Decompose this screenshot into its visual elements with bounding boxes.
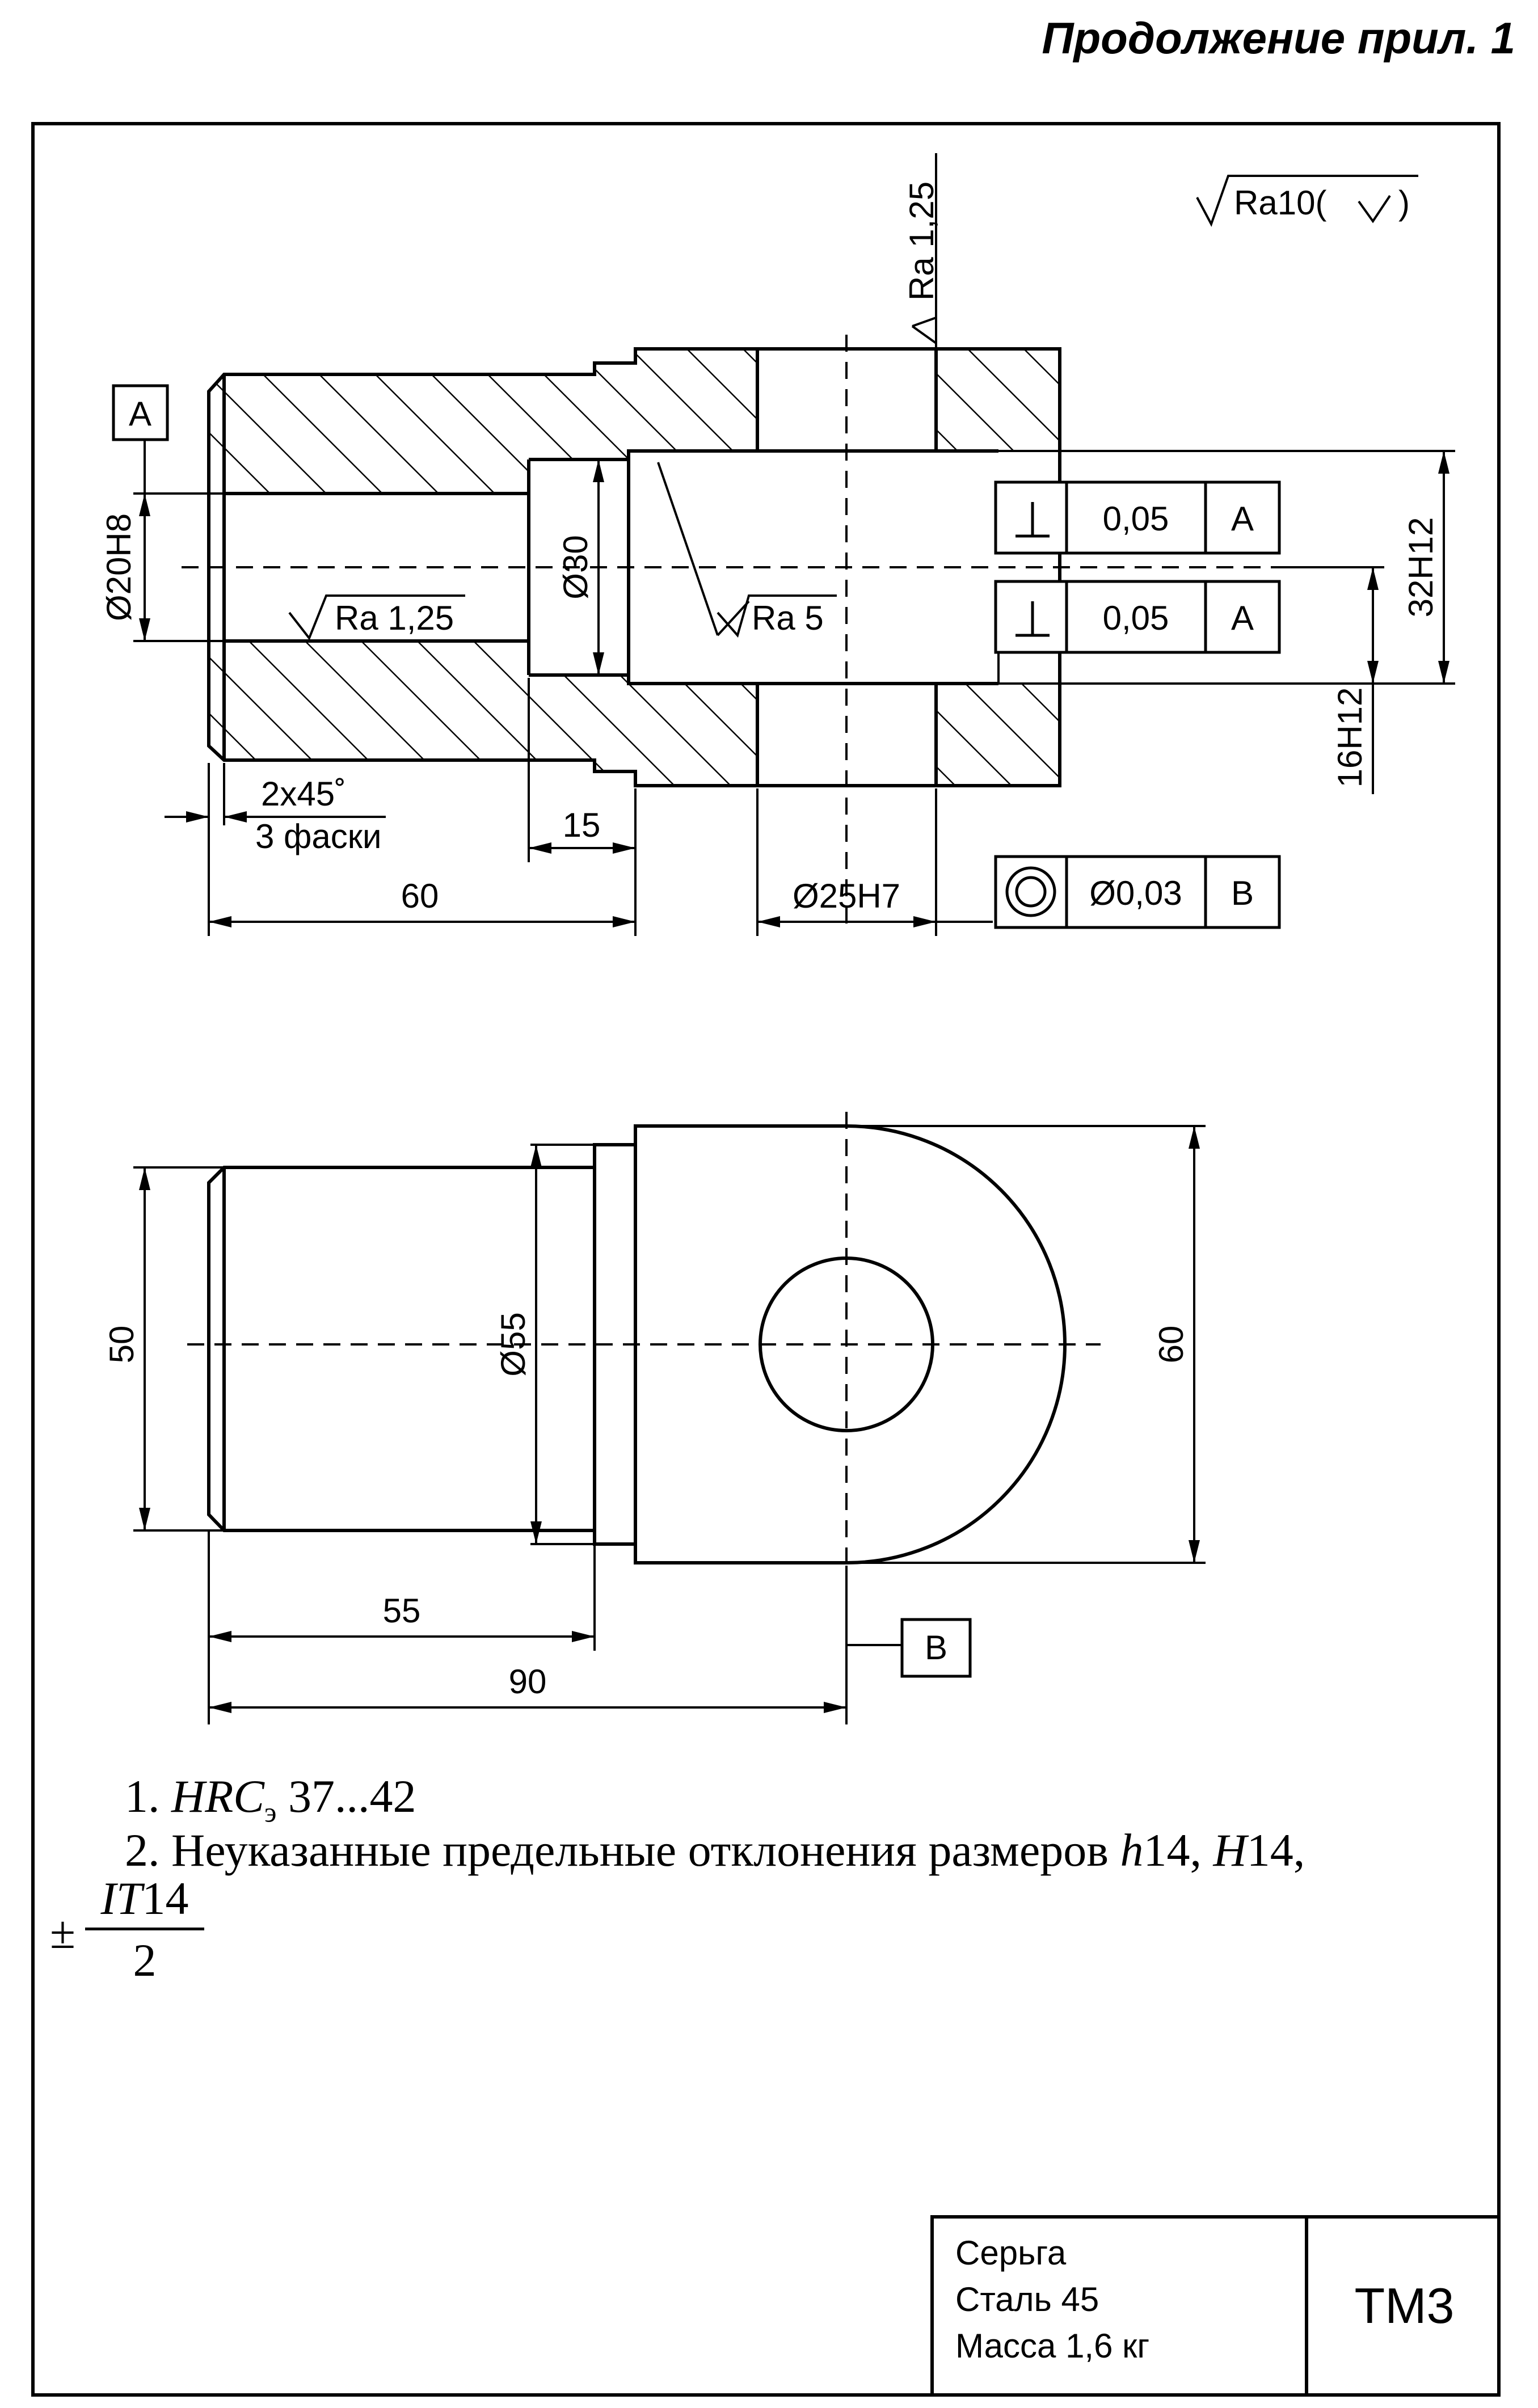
part-mass: Масса 1,6 кг: [955, 2327, 1150, 2365]
part-name: Серьга: [955, 2234, 1067, 2272]
dim-step: 15: [563, 806, 601, 844]
datum-b-box: [900, 1618, 972, 1678]
note-1-subscript: э: [264, 1796, 277, 1828]
dim-chamfer-count: 3 фаски: [255, 817, 382, 855]
tol-1-value: 0,05: [1103, 500, 1169, 538]
roughness-general-close: ): [1398, 184, 1410, 222]
tolerance-symbols: [1005, 502, 1056, 917]
roughness-slot: Ra 5: [752, 599, 824, 637]
datum-a-label: A: [129, 395, 151, 433]
drawing-code: ТМ3: [1354, 2278, 1455, 2334]
roughness-general: Ra10(: [1234, 184, 1326, 222]
tol-2-datum: A: [1231, 599, 1254, 637]
centerlines: [182, 335, 1384, 930]
tol-3-value: Ø0,03: [1089, 874, 1182, 912]
dimension-lines: [133, 153, 1455, 1724]
datum-a-box: [112, 384, 169, 441]
datum-b-label: B: [925, 1629, 947, 1667]
note-2-H-value: 14,: [1246, 1824, 1305, 1876]
dim-shank-length: 55: [383, 1592, 421, 1630]
perpendicularity-frame-1: [994, 480, 1281, 555]
plus-minus: ±: [50, 1907, 76, 1958]
dim-counterbore: Ø30: [557, 535, 595, 599]
dim-chamfer: 2x45˚: [261, 775, 346, 813]
note-2: 2. Неуказанные предельные отклонения раз…: [125, 1824, 1305, 1877]
tol-1-datum: A: [1231, 500, 1254, 538]
roughness-bore: Ra 1,25: [335, 599, 454, 637]
continuation-header: Продолжение прил. 1: [1042, 13, 1515, 63]
note-1: 1. HRCэ 37...42: [125, 1770, 416, 1828]
tolerance-frames: [112, 384, 1281, 1678]
title-block-info: Серьга Сталь 45 Масса 1,6 кг: [934, 2219, 1308, 2393]
dim-slot-offset: 16H12: [1331, 688, 1369, 788]
fraction-it: IT: [100, 1873, 142, 1924]
dim-shank: Ø55: [494, 1312, 532, 1376]
note-1-value: 37...42: [276, 1770, 416, 1822]
tolerance-fraction: IT14 2: [85, 1872, 204, 1987]
title-block: Серьга Сталь 45 Масса 1,6 кг ТМ3: [930, 2215, 1501, 2397]
roughness-top: Ra 1,25: [903, 182, 941, 301]
concentricity-frame: [994, 855, 1281, 929]
plan-view: [187, 1112, 1101, 1583]
note-2-h: h: [1120, 1824, 1144, 1876]
dim-total-length: 90: [509, 1663, 547, 1701]
dim-head-height: 60: [1152, 1326, 1190, 1364]
note-1-prefix: 1.: [125, 1770, 171, 1822]
dim-flat-width: 50: [103, 1326, 141, 1364]
section-view: [182, 335, 1384, 930]
hatched-section: [209, 349, 1060, 786]
fraction-grade: 14: [142, 1873, 189, 1924]
drawing-labels: Ra10( ) Ra 1,25 Ra 1,25 Ra 5 A B 0,05 A …: [100, 182, 1440, 1701]
fraction-numerator: IT14: [85, 1872, 204, 1930]
part-material: Сталь 45: [955, 2280, 1099, 2318]
tol-2-value: 0,05: [1103, 599, 1169, 637]
note-1-symbol: HRC: [171, 1770, 264, 1822]
dim-bore: Ø20H8: [100, 513, 138, 621]
dim-cross-hole: Ø25H7: [793, 877, 900, 915]
fraction-denominator: 2: [133, 1934, 157, 1986]
perpendicularity-frame-2: [994, 580, 1281, 654]
concentricity-icon: [1005, 866, 1056, 917]
dim-slot-width: 32H12: [1402, 517, 1440, 618]
note-2-h-value: 14,: [1143, 1824, 1213, 1876]
drawing-frame: [31, 122, 1501, 2397]
note-2-H: H: [1213, 1824, 1247, 1876]
tol-3-datum: B: [1231, 874, 1254, 912]
note-2-text: 2. Неуказанные предельные отклонения раз…: [125, 1824, 1120, 1876]
dim-length-bore: 60: [401, 877, 439, 915]
roughness-marks: [288, 175, 1418, 640]
